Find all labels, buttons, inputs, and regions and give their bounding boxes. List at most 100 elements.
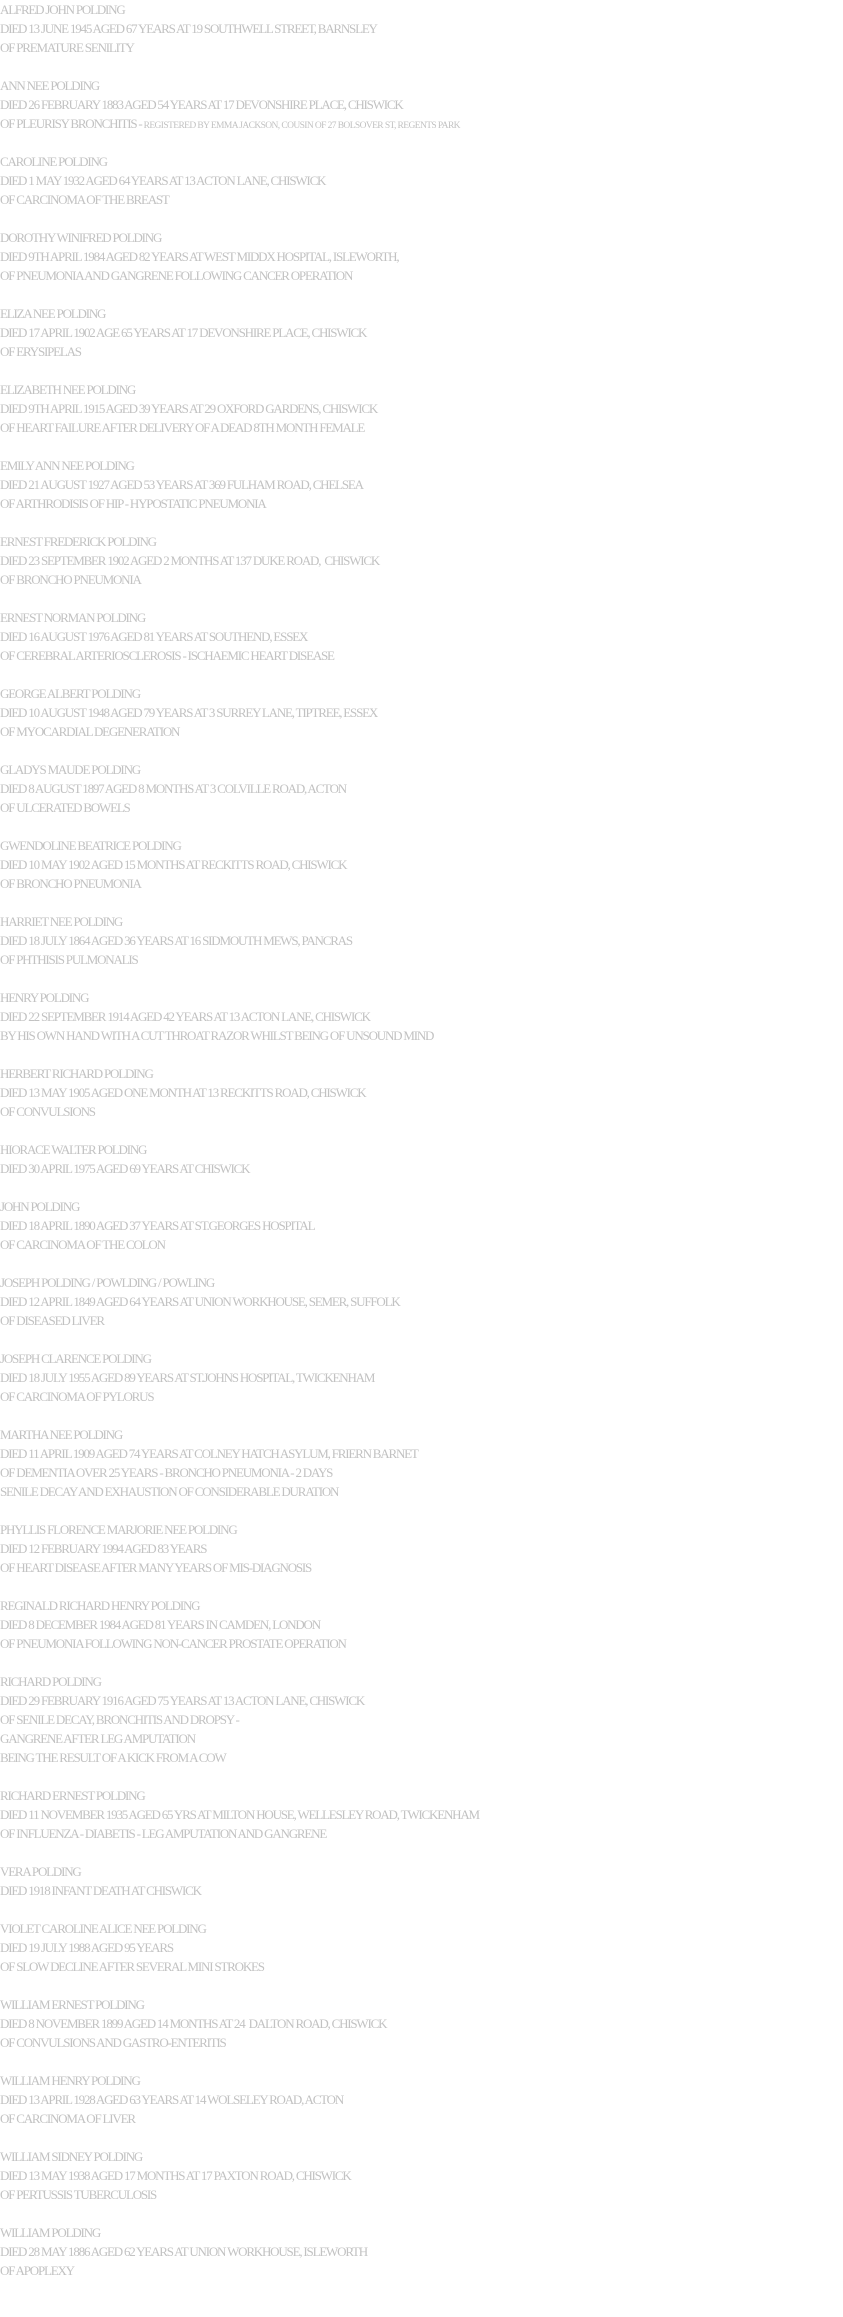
record-text: OF SENILE DECAY, BRONCHITIS AND DROPSY - (0, 1712, 240, 1727)
cause-of-death: OF PREMATURE SENILITY (0, 38, 843, 57)
record-text: DIED 1918 INFANT DEATH AT CHISWICK (0, 1883, 202, 1898)
cause-of-death: OF PNEUMONIA FOLLOWING NON-CANCER PROSTA… (0, 1634, 843, 1653)
record-text: BEING THE RESULT OF A KICK FROM A COW (0, 1750, 227, 1765)
record-text: DIED 12 FEBRUARY 1994 AGED 83 YEARS (0, 1541, 207, 1556)
record-text: OF CARCINOMA OF PYLORUS (0, 1389, 155, 1404)
person-name: CAROLINE POLDING (0, 154, 108, 169)
person-name: HERBERT RICHARD POLDING (0, 1066, 154, 1081)
death-details: DIED 21 AUGUST 1927 AGED 53 YEARS AT 369… (0, 475, 843, 494)
person-name: VERA POLDING (0, 1864, 82, 1879)
cause-of-death: OF BRONCHO PNEUMONIA (0, 874, 843, 893)
record-text: DIED 26 FEBRUARY 1883 AGED 54 YEARS AT 1… (0, 97, 404, 112)
person-name: EMILY ANN NEE POLDING (0, 458, 135, 473)
person-name: RICHARD POLDING (0, 1674, 102, 1689)
person-name: ELIZABETH NEE POLDING (0, 382, 136, 397)
person-name: JOHN POLDING (0, 1199, 80, 1214)
record-text: OF CARCINOMA OF LIVER (0, 2111, 136, 2126)
death-record: HARRIET NEE POLDING DIED 18 JULY 1864 AGE… (0, 912, 843, 969)
cause-of-death: OF MYOCARDIAL DEGENERATION (0, 722, 843, 741)
record-text: OF CONVULSIONS AND GASTRO-ENTERITIS (0, 2035, 227, 2050)
record-text: DIED 8 NOVEMBER 1899 AGED 14 MONTHS AT 2… (0, 2016, 387, 2031)
record-text: DIED 8 AUGUST 1897 AGED 8 MONTHS AT 3 CO… (0, 781, 347, 796)
death-record: GEORGE ALBERT POLDING DIED 10 AUGUST 1948… (0, 684, 843, 741)
record-text: DIED 9TH APRIL 1984 AGED 82 YEARS AT WES… (0, 249, 400, 264)
cause-of-death: OF DISEASED LIVER (0, 1311, 843, 1330)
record-text: DIED 13 MAY 1905 AGED ONE MONTH AT 13 RE… (0, 1085, 367, 1100)
person-name: HARRIET NEE POLDING (0, 914, 123, 929)
death-details: DIED 1 MAY 1932 AGED 64 YEARS AT 13 ACTO… (0, 171, 843, 190)
death-details: DIED 9TH APRIL 1984 AGED 82 YEARS AT WES… (0, 247, 843, 266)
record-text: GANGRENE AFTER LEG AMPUTATION (0, 1731, 196, 1746)
death-details: DIED 19 JULY 1988 AGED 95 YEARS (0, 1938, 843, 1957)
person-name: RICHARD ERNEST POLDING (0, 1788, 146, 1803)
cause-of-death: GANGRENE AFTER LEG AMPUTATION (0, 1729, 843, 1748)
record-text: OF ARTHRODISIS OF HIP - HYPOSTATIC PNEUM… (0, 496, 267, 511)
person-name: REGINALD RICHARD HENRY POLDING (0, 1598, 201, 1613)
person-name: DOROTHY WINIFRED POLDING (0, 230, 162, 245)
death-details: DIED 18 APRIL 1890 AGED 37 YEARS AT ST.G… (0, 1216, 843, 1235)
cause-of-death: SENILE DECAY AND EXHAUSTION OF CONSIDERA… (0, 1482, 843, 1501)
record-text: DIED 30 APRIL 1975 AGED 69 YEARS AT CHIS… (0, 1161, 251, 1176)
record-text: OF PHTHISIS PULMONALIS (0, 952, 139, 967)
cause-of-death: OF CARCINOMA OF THE COLON (0, 1235, 843, 1254)
person-name: WILLIAM ERNEST POLDING (0, 1997, 145, 2012)
person-name: ERNEST FREDERICK POLDING (0, 534, 157, 549)
record-text: OF BRONCHO PNEUMONIA (0, 572, 142, 587)
record-text: DIED 13 MAY 1938 AGED 17 MONTHS AT 17 PA… (0, 2168, 352, 2183)
person-name: PHYLLIS FLORENCE MARJORIE NEE POLDING (0, 1522, 238, 1537)
death-record: DOROTHY WINIFRED POLDING DIED 9TH APRIL 1… (0, 228, 843, 285)
death-details: DIED 30 APRIL 1975 AGED 69 YEARS AT CHIS… (0, 1159, 843, 1178)
cause-of-death: OF PERTUSSIS TUBERCULOSIS (0, 2185, 843, 2204)
person-name: WILLIAM HENRY POLDING (0, 2073, 141, 2088)
record-text: OF PNEUMONIA FOLLOWING NON-CANCER PROSTA… (0, 1636, 347, 1651)
person-name: GLADYS MAUDE POLDING (0, 762, 141, 777)
record-text: DIED 23 SEPTEMBER 1902 AGED 2 MONTHS AT … (0, 553, 380, 568)
death-details: DIED 17 APRIL 1902 AGE 65 YEARS AT 17 DE… (0, 323, 843, 342)
record-text: DIED 18 JULY 1955 AGED 89 YEARS AT ST.JO… (0, 1370, 375, 1385)
death-details: DIED 18 JULY 1864 AGED 36 YEARS AT 16 SI… (0, 931, 843, 950)
record-text: DIED 21 AUGUST 1927 AGED 53 YEARS AT 369… (0, 477, 364, 492)
record-text: OF CARCINOMA OF THE BREAST (0, 192, 170, 207)
cause-of-death: OF CONVULSIONS AND GASTRO-ENTERITIS (0, 2033, 843, 2052)
record-text: OF CEREBRAL ARTERIOSCLEROSIS - ISCHAEMIC… (0, 648, 335, 663)
record-text: DIED 12 APRIL 1849 AGED 64 YEARS AT UNIO… (0, 1294, 401, 1309)
death-details: DIED 22 SEPTEMBER 1914 AGED 42 YEARS AT … (0, 1007, 843, 1026)
cause-of-death: OF PHTHISIS PULMONALIS (0, 950, 843, 969)
death-details: DIED 13 JUNE 1945 AGED 67 YEARS AT 19 SO… (0, 19, 843, 38)
death-record: WILLIAM HENRY POLDING DIED 13 APRIL 1928 … (0, 2071, 843, 2128)
cause-of-death: OF SENILE DECAY, BRONCHITIS AND DROPSY - (0, 1710, 843, 1729)
registration-note: REGISTERED BY EMMA JACKSON, COUSIN OF 27… (143, 121, 461, 131)
cause-of-death: BEING THE RESULT OF A KICK FROM A COW (0, 1748, 843, 1767)
cause-of-death: OF PLEURISY BRONCHITIS - REGISTERED BY E… (0, 114, 843, 133)
record-text: DIED 8 DECEMBER 1984 AGED 81 YEARS IN CA… (0, 1617, 321, 1632)
death-details: DIED 10 AUGUST 1948 AGED 79 YEARS AT 3 S… (0, 703, 843, 722)
person-name: JOSEPH CLARENCE POLDING (0, 1351, 152, 1366)
cause-of-death: OF CARCINOMA OF LIVER (0, 2109, 843, 2128)
death-record: ELIZABETH NEE POLDING DIED 9TH APRIL 1915… (0, 380, 843, 437)
death-details: DIED 23 SEPTEMBER 1902 AGED 2 MONTHS AT … (0, 551, 843, 570)
cause-of-death: OF CARCINOMA OF PYLORUS (0, 1387, 843, 1406)
cause-of-death: OF CEREBRAL ARTERIOSCLEROSIS - ISCHAEMIC… (0, 646, 843, 665)
cause-of-death: OF APOPLEXY (0, 2261, 843, 2280)
death-record: PHYLLIS FLORENCE MARJORIE NEE POLDING DIE… (0, 1520, 843, 1577)
record-text: OF PLEURISY BRONCHITIS - (0, 116, 144, 131)
person-name: VIOLET CAROLINE ALICE NEE POLDING (0, 1921, 207, 1936)
death-details: DIED 13 APRIL 1928 AGED 63 YEARS AT 14 W… (0, 2090, 843, 2109)
death-details: DIED 13 MAY 1905 AGED ONE MONTH AT 13 RE… (0, 1083, 843, 1102)
cause-of-death: OF BRONCHO PNEUMONIA (0, 570, 843, 589)
death-record: GLADYS MAUDE POLDING DIED 8 AUGUST 1897 A… (0, 760, 843, 817)
person-name: GEORGE ALBERT POLDING (0, 686, 141, 701)
record-text: DIED 9TH APRIL 1915 AGED 39 YEARS AT 29 … (0, 401, 378, 416)
person-name: ELIZA NEE POLDING (0, 306, 106, 321)
death-details: DIED 18 JULY 1955 AGED 89 YEARS AT ST.JO… (0, 1368, 843, 1387)
record-text: OF ULCERATED BOWELS (0, 800, 131, 815)
death-record: WILLIAM ERNEST POLDING DIED 8 NOVEMBER 18… (0, 1995, 843, 2052)
record-text: OF CARCINOMA OF THE COLON (0, 1237, 166, 1252)
